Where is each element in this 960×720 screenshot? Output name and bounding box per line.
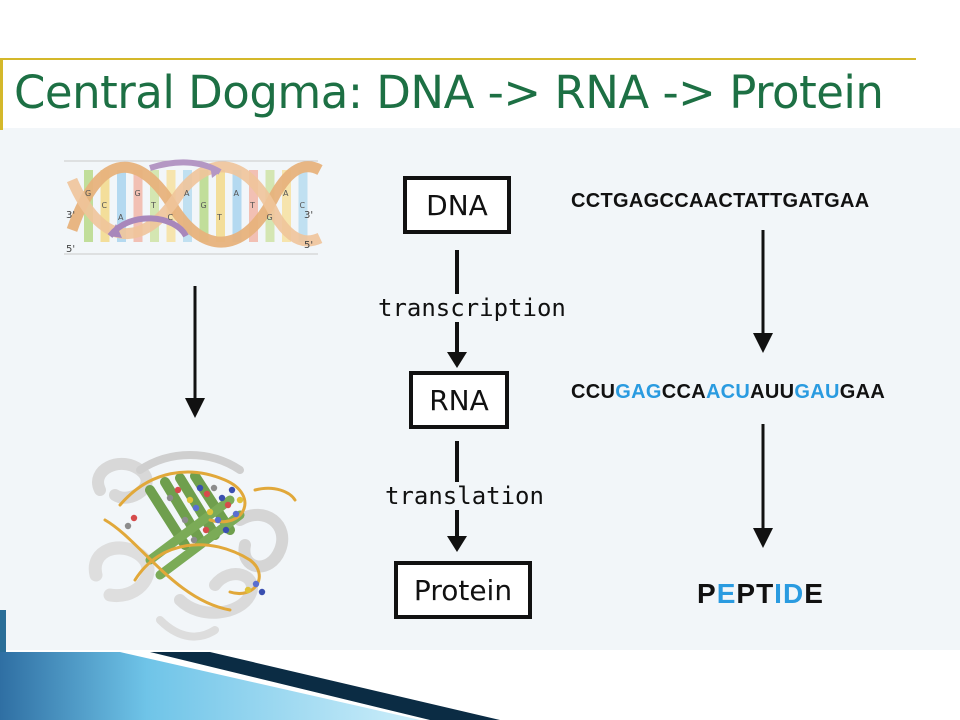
base-letter: A [283,189,289,198]
base-letter: A [234,189,240,198]
base-pair-rung [298,170,308,242]
atom-sphere [210,484,218,492]
slide-title: Central Dogma: DNA -> RNA -> Protein [14,66,884,119]
protein-box: Protein [394,561,532,619]
atom-sphere [258,588,266,596]
atom-sphere [252,580,260,588]
peptide-residue: E [804,578,824,609]
base-letter: C [102,201,108,210]
base-pair-rung [117,170,126,242]
base-letter: A [184,189,190,198]
helix-label-bottom-left: 5' [66,244,75,255]
base-letter: C [300,201,306,210]
atom-sphere [174,486,182,494]
atom-sphere [181,516,189,524]
peptide-residue: P [697,578,717,609]
atom-sphere [203,490,211,498]
rna-box-label: RNA [429,383,489,417]
atom-sphere [130,514,138,522]
atom-sphere [218,494,226,502]
peptide-sequence: PEPTIDE [697,578,824,610]
atom-sphere [166,494,174,502]
rna-codon: GAA [839,381,886,403]
atom-sphere [202,526,210,534]
rna-sequence: CCUGAGCCAACUAUUGAUGAA [571,381,885,404]
title-rule-left [0,58,3,130]
base-letter: G [85,189,91,198]
rna-codon: GAU [794,381,840,403]
atom-sphere [228,486,236,494]
atom-sphere [196,484,204,492]
base-pair-rung [216,170,225,242]
atom-sphere [244,586,252,594]
peptide-residue: E [716,578,737,609]
dna-box: DNA [403,176,511,234]
base-letter: G [267,213,273,222]
atom-sphere [186,496,194,504]
atom-sphere [190,536,198,544]
peptide-residue: T [756,578,775,609]
base-pair-rung [282,170,291,242]
base-pair-rung [150,170,159,242]
translation-label: translation [385,482,544,510]
peptide-residue: D [782,578,805,609]
base-letter: T [216,213,222,222]
atom-sphere [222,526,230,534]
base-letter: T [150,201,156,210]
transcription-label: transcription [378,294,566,322]
rna-codon: GAG [615,381,662,403]
base-letter: G [201,201,207,210]
atom-sphere [236,496,244,504]
rna-codon: ACU [705,381,751,403]
rna-codon: CCU [571,381,616,403]
base-pair-rung [249,170,258,242]
protein-box-label: Protein [413,573,513,607]
base-letter: C [168,213,174,222]
base-pair-rung [199,170,209,242]
atom-sphere [232,510,240,518]
rna-codon: AUU [750,381,795,403]
base-pair-rung [232,170,242,242]
base-letter: T [249,201,255,210]
atom-sphere [192,504,200,512]
dna-sequence: CCTGAGCCAACTATTGATGAA [571,190,870,212]
atom-sphere [206,508,214,516]
peptide-residue: I [774,578,783,609]
title-rule-top [0,58,916,60]
atom-sphere [224,501,232,509]
atom-sphere [214,516,222,524]
helix-label-bottom-right: 5' [304,240,313,251]
atom-sphere [124,522,132,530]
rna-codon: CCA [661,381,706,403]
base-pair-rung [183,170,192,242]
dna-box-label: DNA [426,188,488,222]
base-pair-rung [133,170,143,242]
base-pair-rung [100,170,110,242]
base-letter: A [118,213,124,222]
helix-label-top-right: 3' [304,210,313,221]
rna-box: RNA [409,371,509,429]
helix-label-top-left: 3' [66,210,75,221]
peptide-residue: P [736,578,757,609]
base-letter: G [135,189,141,198]
